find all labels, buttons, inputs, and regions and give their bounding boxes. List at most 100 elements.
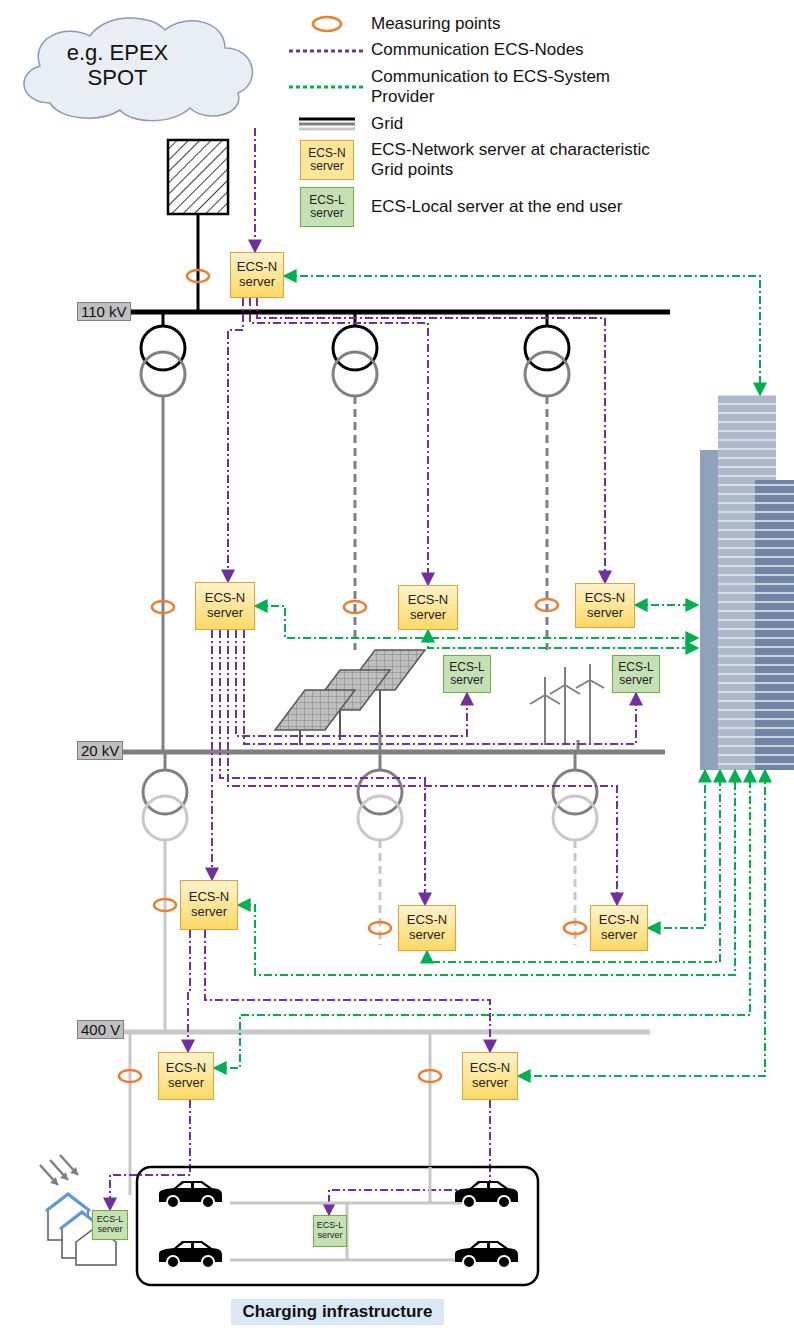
charging-area bbox=[455, 1181, 518, 1208]
wind-turbines bbox=[550, 667, 580, 694]
legend-sample bbox=[283, 45, 371, 57]
wind-turbines bbox=[564, 685, 566, 745]
grid-lines bbox=[197, 214, 200, 312]
ecs-l-server: ECS-L server bbox=[612, 655, 660, 693]
provider-links bbox=[518, 770, 765, 1076]
provider-links bbox=[635, 604, 698, 606]
node-text: ECS-N server bbox=[233, 260, 281, 289]
legend-sample bbox=[283, 114, 371, 134]
system-provider-building bbox=[700, 395, 794, 770]
legend-sample bbox=[299, 122, 355, 125]
pv-plant bbox=[275, 690, 355, 730]
legend-text: ECS-Network server at characteristic Gri… bbox=[371, 140, 671, 181]
ecs-n-server: ECS-N server bbox=[195, 582, 255, 630]
legend-row: Measuring points bbox=[283, 14, 671, 34]
ecs-link bbox=[220, 630, 425, 905]
grid-lines bbox=[141, 326, 185, 370]
ecs-link bbox=[257, 298, 605, 583]
system-provider-building bbox=[755, 480, 794, 770]
market-cloud: e.g. EPEX SPOT bbox=[10, 8, 265, 128]
legend-sample bbox=[287, 45, 367, 57]
legend: Measuring pointsCommunication ECS-NodesC… bbox=[283, 14, 671, 233]
wind-turbines bbox=[530, 664, 604, 745]
node-text: ECS-L server bbox=[446, 661, 488, 688]
node-text: e.g. EPEX SPOT bbox=[58, 40, 178, 91]
area-label: Charging infrastructure bbox=[231, 1299, 445, 1325]
grid-lines bbox=[553, 770, 597, 814]
grid-lines bbox=[358, 770, 402, 814]
legend-sample bbox=[283, 14, 371, 34]
houses bbox=[50, 1167, 78, 1185]
swatch-text: ECS-L server bbox=[301, 194, 353, 220]
node-text: ECS-N server bbox=[578, 591, 632, 620]
ecs-n-server: ECS-N server bbox=[462, 1052, 518, 1100]
legend-text: ECS-Local server at the end user bbox=[371, 197, 671, 217]
ecs-l-server: ECS-L server bbox=[313, 1215, 347, 1247]
ecs-l-server: ECS-L server bbox=[92, 1210, 128, 1240]
ecs-link bbox=[228, 630, 617, 905]
grid-lines bbox=[143, 770, 187, 814]
charging-area: Charging infrastructure ECS-L server bbox=[135, 1165, 540, 1325]
node-text: ECS-N server bbox=[198, 591, 252, 620]
grid-lines bbox=[358, 796, 402, 840]
swatch-text: ECS-N server bbox=[301, 147, 353, 173]
legend-row: Grid bbox=[283, 114, 671, 134]
legend-row: ECS-L server ECS-Local server at the end … bbox=[283, 187, 671, 227]
provider-links bbox=[284, 276, 760, 395]
grid-lines bbox=[525, 352, 569, 396]
voltage-label: 400 V bbox=[77, 1020, 124, 1039]
provider-links bbox=[238, 770, 735, 975]
grid-lines bbox=[577, 740, 580, 752]
node-text: ECS-N server bbox=[465, 1061, 515, 1090]
charging-area bbox=[159, 1241, 222, 1268]
grid-lines bbox=[379, 752, 382, 770]
ecs-link bbox=[236, 630, 467, 736]
legend-text: Communication ECS-Nodes bbox=[371, 40, 671, 60]
legend-text: Grid bbox=[371, 114, 671, 134]
grid-lines bbox=[553, 796, 597, 840]
grid-lines bbox=[141, 312, 569, 752]
charging-area bbox=[159, 1181, 222, 1208]
legend-row: ECS-N server ECS-Network server at charac… bbox=[283, 140, 671, 181]
grid-lines bbox=[95, 1030, 650, 1035]
grid-lines bbox=[129, 1032, 132, 1195]
legend-sample bbox=[299, 117, 355, 120]
legend-sample bbox=[287, 81, 367, 93]
ecs-n-server: ECS-N server bbox=[158, 1052, 214, 1100]
charging-area bbox=[137, 1167, 538, 1285]
houses bbox=[40, 1155, 78, 1185]
legend-text: Communication to ECS-System Provider bbox=[371, 67, 671, 108]
measuring-points bbox=[344, 601, 366, 613]
grid-lines bbox=[118, 310, 670, 315]
measuring-points bbox=[119, 1070, 141, 1082]
charging-area bbox=[455, 1241, 518, 1268]
system-provider-building bbox=[755, 480, 794, 770]
legend-sample bbox=[299, 127, 355, 130]
legend-sample: ECS-L server bbox=[283, 187, 371, 227]
grid-lines bbox=[162, 396, 165, 752]
measuring-points bbox=[536, 599, 558, 611]
legend-row: Communication ECS-Nodes bbox=[283, 40, 671, 60]
charging-area bbox=[230, 1167, 465, 1260]
grid-lines bbox=[143, 796, 187, 840]
legend-swatch: ECS-L server bbox=[300, 187, 354, 227]
wind-turbines bbox=[589, 680, 591, 745]
legend-sample bbox=[289, 49, 365, 52]
voltage-label: 110 kV bbox=[77, 302, 131, 321]
provider-links bbox=[427, 770, 720, 962]
houses bbox=[46, 1194, 90, 1211]
legend-sample: ECS-N server bbox=[283, 140, 371, 180]
node-text: ECS-N server bbox=[161, 1061, 211, 1090]
measuring-points bbox=[119, 270, 586, 1082]
ecs-n-server: ECS-N server bbox=[230, 252, 284, 298]
ecs-n-server: ECS-N server bbox=[575, 583, 635, 628]
node-text: ECS-N server bbox=[593, 913, 645, 942]
node-text: ECS-N server bbox=[401, 593, 455, 622]
measuring-points bbox=[187, 270, 209, 282]
grid-lines bbox=[82, 140, 670, 1195]
legend-sample bbox=[297, 114, 357, 134]
legend-sample bbox=[307, 14, 347, 34]
ecs-link bbox=[188, 930, 190, 1052]
provider-links bbox=[428, 630, 698, 648]
provider-links bbox=[648, 770, 705, 928]
